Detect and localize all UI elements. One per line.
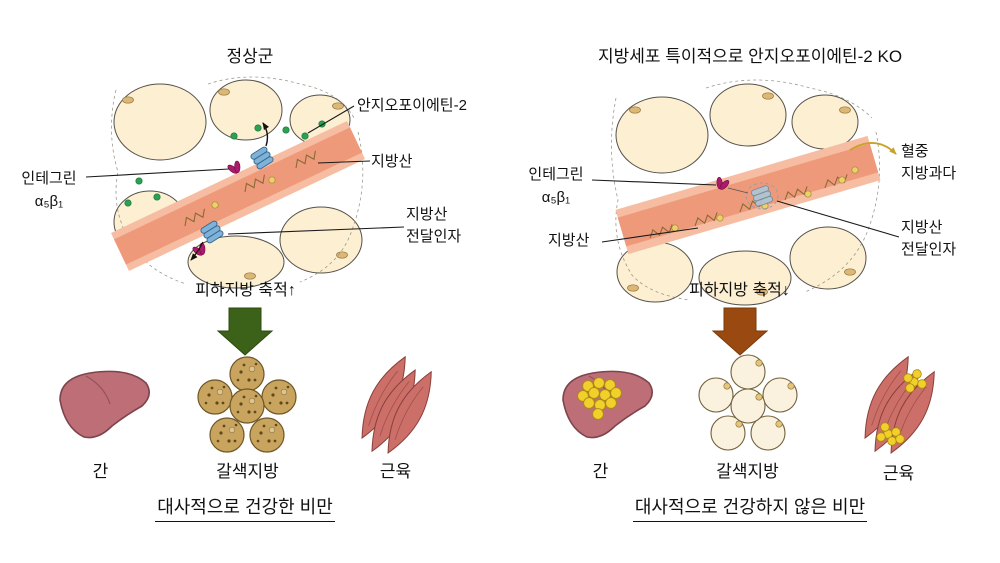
panel-caption: 대사적으로 건강하지 않은 비만 bbox=[575, 496, 925, 522]
panel-caption-text: 대사적으로 건강한 비만 bbox=[155, 496, 335, 522]
brown-fat-icon bbox=[698, 354, 798, 451]
muscle-label: 근육 bbox=[379, 462, 412, 481]
pointer-lines bbox=[85, 105, 405, 235]
blood-vessel bbox=[615, 135, 881, 255]
outcome-arrow-down bbox=[216, 307, 274, 356]
brown-fat-icon bbox=[197, 356, 297, 453]
pointer-integrin bbox=[85, 168, 230, 178]
blood-fat-label-line2: 지방과다 bbox=[901, 165, 957, 182]
liver-label: 간 bbox=[592, 462, 609, 481]
transporter-label: 지방산 전달인자 bbox=[901, 217, 956, 261]
panel-title: 정상군 bbox=[226, 47, 274, 66]
brown-fat-label: 갈색지방 bbox=[716, 462, 779, 481]
adipocyte-nuclei bbox=[627, 92, 856, 296]
integrin-subunit-label: α₅β₁ bbox=[34, 193, 64, 210]
pointer-transporter bbox=[227, 226, 405, 235]
tissue-boundary-dashes bbox=[611, 79, 880, 301]
integrin-label: 인테그린 bbox=[528, 166, 584, 183]
liver-icon bbox=[59, 370, 150, 439]
panel-normal-group: 정상군 안지오포이에틴-2 인테그린 α₅β₁ 지방산 지방산 전달인자 피하지… bbox=[21, 47, 467, 522]
muscle-icon bbox=[853, 350, 946, 460]
angiopoietin-label: 안지오포이에틴-2 bbox=[357, 97, 467, 114]
fatty-acid-label: 지방산 bbox=[371, 153, 413, 170]
brown-fat-label: 갈색지방 bbox=[216, 462, 279, 481]
muscle-icon bbox=[350, 350, 443, 460]
blood-fat-arrow bbox=[849, 142, 897, 155]
transporter-label-line1: 지방산 bbox=[406, 206, 448, 223]
transporter-label-line2: 전달인자 bbox=[406, 228, 462, 245]
blood-fat-label-line1: 혈중 bbox=[901, 143, 929, 160]
fatty-acid-label: 지방산 bbox=[548, 232, 590, 249]
blood-vessel bbox=[110, 121, 366, 271]
angiopoietin-dots bbox=[124, 120, 326, 207]
accumulation-label: 피하지방 축적↓ bbox=[689, 282, 790, 299]
integrin-label: 인테그린 bbox=[21, 170, 77, 187]
transporter-label-line2: 전달인자 bbox=[901, 241, 957, 258]
outcome-arrow-down bbox=[711, 307, 769, 356]
panel-caption: 대사적으로 건강한 비만 bbox=[105, 496, 385, 522]
liver-fat-droplets bbox=[577, 377, 622, 420]
lipid-dots bbox=[211, 176, 276, 209]
muscle-fat-droplets bbox=[876, 369, 927, 446]
transport-arrows bbox=[190, 122, 270, 261]
transporter-label-line1: 지방산 bbox=[901, 219, 943, 236]
panel-title: 지방세포 특이적으로 안지오포이에틴-2 KO bbox=[597, 47, 903, 66]
transporter-label: 지방산 전달인자 bbox=[406, 204, 461, 248]
left-illustration bbox=[59, 76, 443, 460]
pointer-integrin bbox=[591, 179, 717, 186]
panel-angpt2-ko: 지방세포 특이적으로 안지오포이에틴-2 KO 인테그린 α₅β₁ 혈중 지방과… bbox=[500, 0, 1000, 563]
pointer-fatty-acid bbox=[601, 227, 699, 243]
tissue-boundary-dashes bbox=[111, 76, 364, 285]
muscle-label: 근육 bbox=[882, 464, 915, 483]
pointer-transporter bbox=[776, 200, 900, 238]
right-illustration bbox=[562, 79, 946, 460]
pointer-lines bbox=[591, 179, 900, 243]
panel-caption-text: 대사적으로 건강하지 않은 비만 bbox=[632, 496, 868, 522]
pointer-angiopoietin bbox=[307, 105, 355, 134]
detach-line bbox=[727, 187, 749, 194]
liver-label: 간 bbox=[92, 462, 109, 481]
transporter-icon-detached bbox=[745, 182, 779, 210]
integrin-subunit-label: α₅β₁ bbox=[541, 189, 571, 206]
blood-fat-label: 혈중 지방과다 bbox=[901, 141, 956, 185]
pointer-fatty-acid bbox=[317, 160, 371, 164]
accumulation-label: 피하지방 축적↑ bbox=[195, 282, 296, 299]
lipid-dots bbox=[671, 166, 859, 232]
